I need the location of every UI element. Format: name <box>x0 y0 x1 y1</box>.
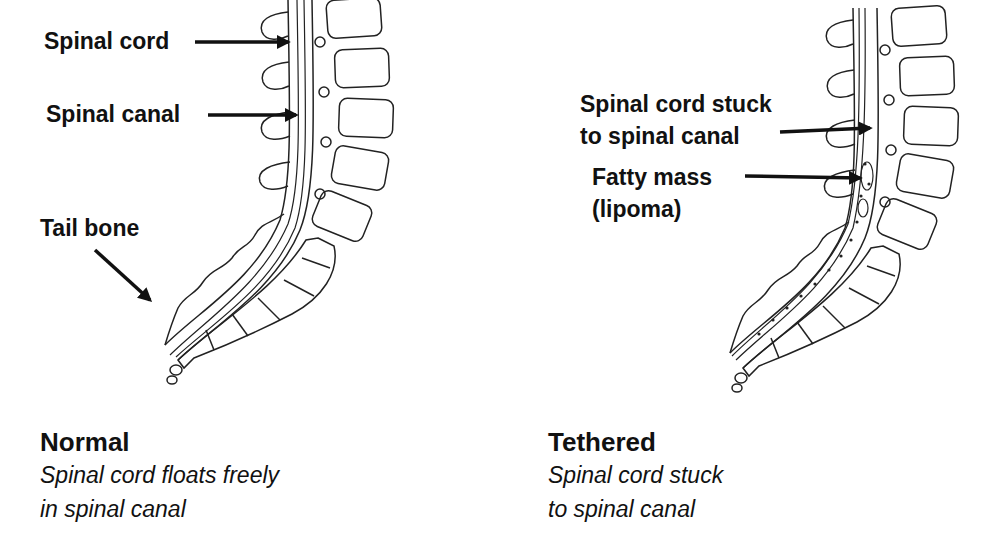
panel-caption: Spinal cord floats freely in spinal cana… <box>40 458 290 526</box>
part-label: Spinal cord <box>44 25 194 57</box>
part-label: Spinal cord stuck to spinal canal <box>580 88 785 152</box>
part-label: Fatty mass (lipoma) <box>592 161 742 225</box>
part-label: Spinal canal <box>46 98 206 130</box>
panel-heading: Normal <box>40 424 340 460</box>
panel-caption: Spinal cord stuck to spinal canal <box>548 458 736 526</box>
part-label: Tail bone <box>40 212 180 244</box>
panel-heading: Tethered <box>548 424 848 460</box>
